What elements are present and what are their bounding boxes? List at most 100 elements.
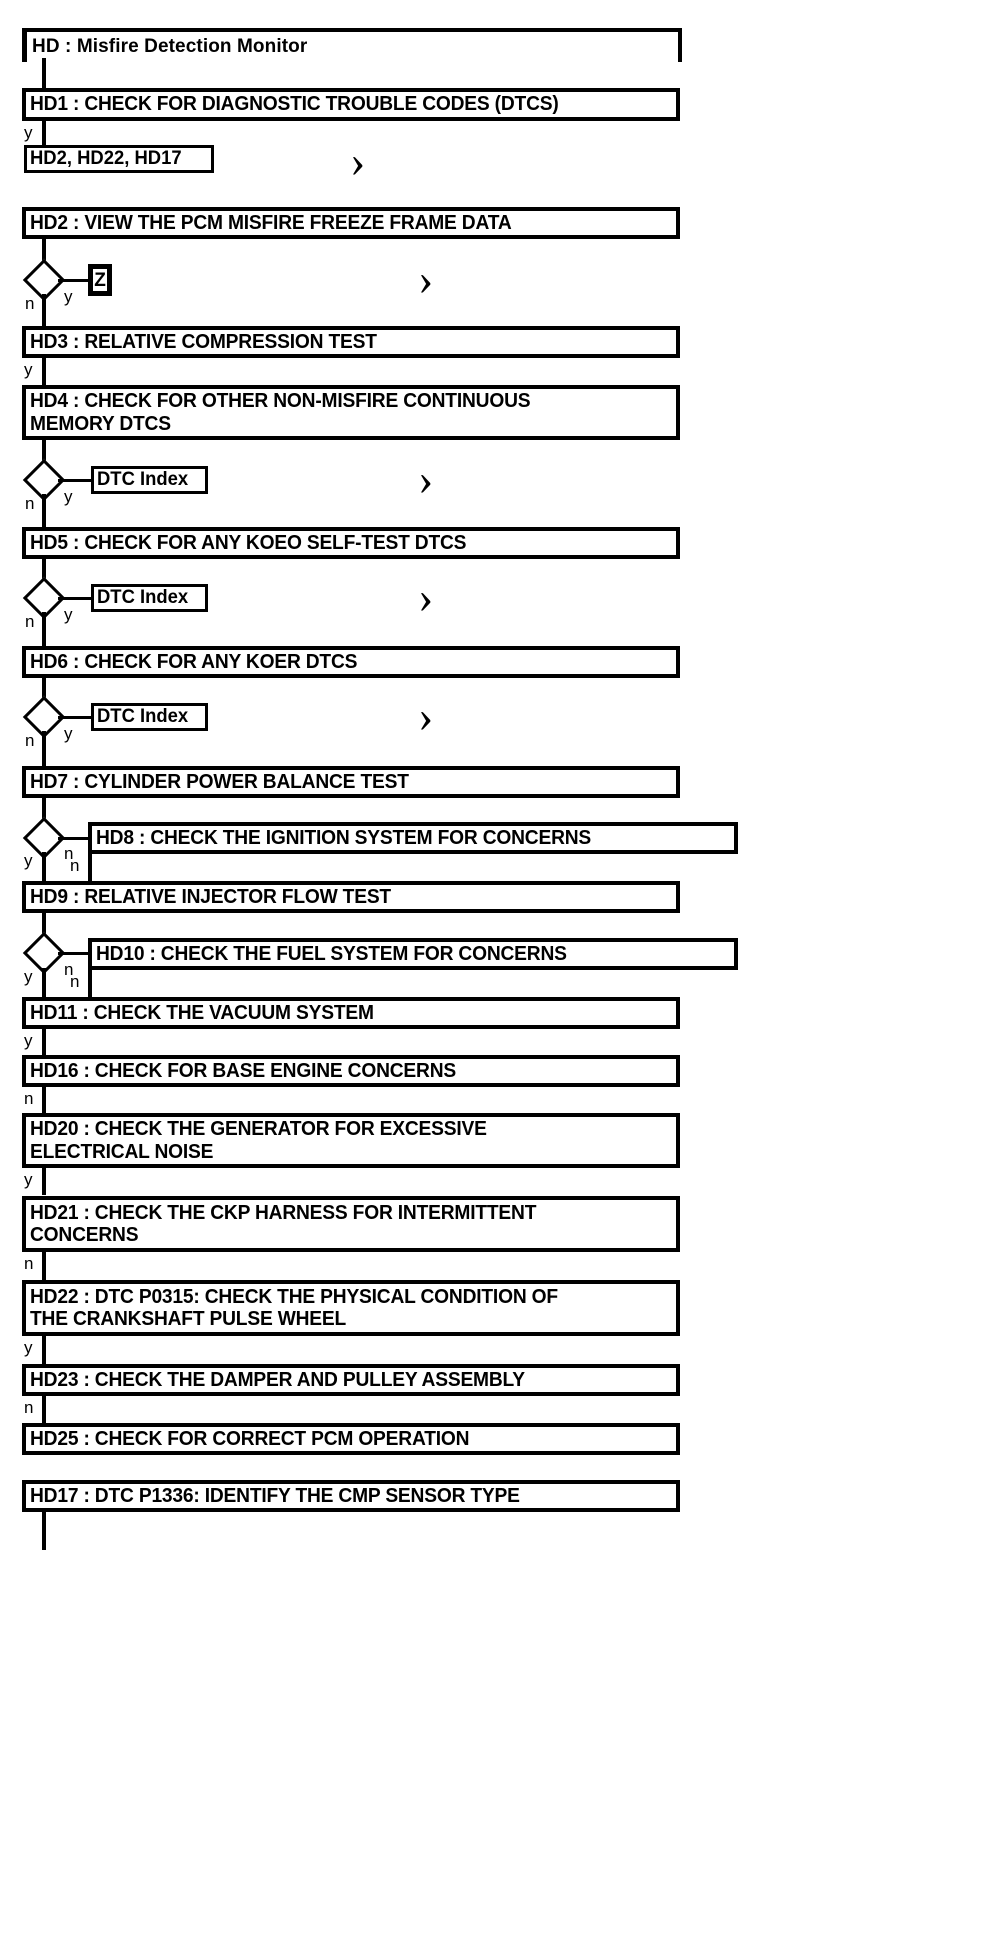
connector-hd9-to-decision — [42, 913, 46, 939]
connector-decision-hd5-to-index — [58, 597, 94, 600]
connector-decision-hd4-to-hd5 — [42, 494, 46, 528]
node-label: HD11 : CHECK THE VACUUM SYSTEM — [30, 1001, 374, 1024]
branch-label-n: n — [25, 294, 35, 313]
branch-label-y: y — [24, 851, 33, 870]
node-label: HD21 : CHECK THE CKP HARNESS FOR INTERMI… — [30, 1201, 537, 1246]
connector-hd3-to-hd4 — [42, 358, 46, 385]
node-label: HD23 : CHECK THE DAMPER AND PULLEY ASSEM… — [30, 1368, 525, 1391]
node-hd4[interactable]: HD4 : CHECK FOR OTHER NON-MISFIRE CONTIN… — [22, 385, 680, 440]
connector-hd6-to-decision — [42, 678, 46, 703]
node-hd5[interactable]: HD5 : CHECK FOR ANY KOEO SELF-TEST DTCS — [22, 527, 680, 559]
branch-label-y: y — [24, 360, 33, 379]
node-dtc-index-1[interactable]: DTC Index — [91, 466, 208, 494]
node-label: HD7 : CYLINDER POWER BALANCE TEST — [30, 770, 409, 793]
node-hd17[interactable]: HD17 : DTC P1336: IDENTIFY THE CMP SENSO… — [22, 1480, 680, 1512]
connector-hd7-to-decision — [42, 798, 46, 824]
branch-label-n: n — [25, 612, 35, 631]
connector-hd21-to-hd22 — [42, 1252, 46, 1280]
node-hd21[interactable]: HD21 : CHECK THE CKP HARNESS FOR INTERMI… — [22, 1196, 680, 1252]
connector-hd23-to-hd25 — [42, 1396, 46, 1423]
node-label: HD16 : CHECK FOR BASE ENGINE CONCERNS — [30, 1059, 457, 1082]
node-hd7[interactable]: HD7 : CYLINDER POWER BALANCE TEST — [22, 766, 680, 798]
node-hd10[interactable]: HD10 : CHECK THE FUEL SYSTEM FOR CONCERN… — [88, 938, 738, 970]
connector-hd11-to-hd16 — [42, 1029, 46, 1056]
branch-label-y: y — [64, 724, 73, 743]
connector-decision-hd4-to-index — [58, 479, 94, 482]
node-label: HD6 : CHECK FOR ANY KOER DTCS — [30, 650, 358, 673]
branch-label-y: y — [64, 287, 73, 306]
connector-decision-hd7-to-hd8 — [58, 837, 90, 840]
connector-hd10-n-to-hd11 — [88, 970, 92, 997]
node-label: HD22 : DTC P0315: CHECK THE PHYSICAL CON… — [30, 1285, 558, 1330]
connector-hd7-y-to-hd9 — [42, 852, 46, 881]
node-z[interactable]: Z — [88, 264, 112, 296]
connector-decision-hd6-to-index — [58, 716, 94, 719]
node-hd1[interactable]: HD1 : CHECK FOR DIAGNOSTIC TROUBLE CODES… — [22, 88, 680, 121]
branch-label-y: y — [64, 605, 73, 624]
node-hd9[interactable]: HD9 : RELATIVE INJECTOR FLOW TEST — [22, 881, 680, 913]
node-hd3[interactable]: HD3 : RELATIVE COMPRESSION TEST — [22, 326, 680, 358]
node-ref-hd2-hd22-hd17[interactable]: HD2, HD22, HD17 — [24, 145, 214, 173]
offpage-marker-icon: › — [418, 453, 434, 504]
node-hd22[interactable]: HD22 : DTC P0315: CHECK THE PHYSICAL CON… — [22, 1280, 680, 1336]
branch-label-n: n — [25, 731, 35, 750]
node-label: HD1 : CHECK FOR DIAGNOSTIC TROUBLE CODES… — [30, 93, 559, 116]
node-label: HD8 : CHECK THE IGNITION SYSTEM FOR CONC… — [96, 826, 592, 849]
branch-label-y: y — [24, 1338, 33, 1357]
node-hd8[interactable]: HD8 : CHECK THE IGNITION SYSTEM FOR CONC… — [88, 822, 738, 854]
branch-label-n: n — [70, 856, 80, 875]
connector-hd8-n-to-hd9 — [88, 854, 92, 881]
connector-hd20-to-hd21 — [42, 1168, 46, 1195]
node-label: HD25 : CHECK FOR CORRECT PCM OPERATION — [30, 1427, 470, 1450]
connector-hd16-to-hd20 — [42, 1087, 46, 1114]
branch-label-n: n — [25, 494, 35, 513]
node-label: HD20 : CHECK THE GENERATOR FOR EXCESSIVE… — [30, 1118, 487, 1163]
connector-hd22-to-hd23 — [42, 1336, 46, 1364]
connector-hd1-to-ref1 — [42, 121, 46, 147]
node-hd20[interactable]: HD20 : CHECK THE GENERATOR FOR EXCESSIVE… — [22, 1113, 680, 1168]
offpage-marker-icon: › — [418, 690, 434, 741]
node-hd11[interactable]: HD11 : CHECK THE VACUUM SYSTEM — [22, 997, 680, 1029]
connector-decision-hd2-to-hd3 — [42, 294, 46, 327]
node-hd6[interactable]: HD6 : CHECK FOR ANY KOER DTCS — [22, 646, 680, 678]
node-label: HD17 : DTC P1336: IDENTIFY THE CMP SENSO… — [30, 1484, 520, 1507]
connector-hd5-to-decision — [42, 559, 46, 584]
node-label: Z — [94, 269, 106, 291]
connector-decision-hd6-to-hd7 — [42, 731, 46, 766]
connector-hd17-continues — [42, 1512, 46, 1550]
branch-label-n: n — [24, 1089, 34, 1108]
node-label: DTC Index — [97, 469, 189, 490]
branch-label-y: y — [24, 123, 33, 142]
connector-decision-hd5-to-hd6 — [42, 612, 46, 646]
connector-hd9-y-to-hd11 — [42, 968, 46, 997]
node-label: DTC Index — [97, 706, 189, 727]
node-hd23[interactable]: HD23 : CHECK THE DAMPER AND PULLEY ASSEM… — [22, 1364, 680, 1396]
branch-label-y: y — [24, 1170, 33, 1189]
branch-label-y: y — [24, 1031, 33, 1050]
node-label: HD2 : VIEW THE PCM MISFIRE FREEZE FRAME … — [30, 211, 512, 234]
connector-hd-to-hd1 — [42, 58, 46, 90]
connector-hd2-to-decision — [42, 239, 46, 266]
branch-label-y: y — [24, 967, 33, 986]
node-label: HD3 : RELATIVE COMPRESSION TEST — [30, 330, 377, 353]
node-label: HD2, HD22, HD17 — [30, 148, 182, 169]
connector-decision-hd9-to-hd10 — [58, 952, 90, 955]
node-dtc-index-2[interactable]: DTC Index — [91, 584, 208, 612]
node-label: HD10 : CHECK THE FUEL SYSTEM FOR CONCERN… — [96, 942, 567, 965]
node-label: DTC Index — [97, 587, 189, 608]
offpage-marker-icon: › — [418, 253, 434, 304]
node-hd2[interactable]: HD2 : VIEW THE PCM MISFIRE FREEZE FRAME … — [22, 207, 680, 239]
node-hd25[interactable]: HD25 : CHECK FOR CORRECT PCM OPERATION — [22, 1423, 680, 1455]
branch-label-n: n — [24, 1254, 34, 1273]
branch-label-n: n — [70, 972, 80, 991]
node-dtc-index-3[interactable]: DTC Index — [91, 703, 208, 731]
connector-decision-hd2-to-z — [58, 279, 92, 282]
branch-label-n: n — [64, 960, 74, 979]
node-label: HD5 : CHECK FOR ANY KOEO SELF-TEST DTCS — [30, 531, 467, 554]
connector-hd4-to-decision — [42, 440, 46, 466]
offpage-marker-icon: › — [418, 571, 434, 622]
branch-label-n: n — [24, 1398, 34, 1417]
node-hd16[interactable]: HD16 : CHECK FOR BASE ENGINE CONCERNS — [22, 1055, 680, 1087]
node-hd-title[interactable]: HD : Misfire Detection Monitor — [22, 28, 682, 62]
